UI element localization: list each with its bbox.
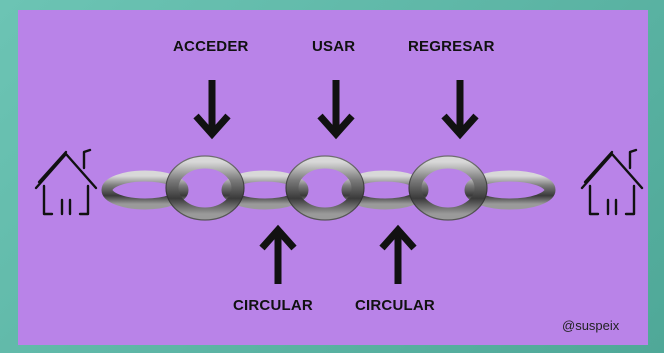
label-circular-2: CIRCULAR [355,297,435,314]
label-circular-1: CIRCULAR [233,297,313,314]
label-acceder: ACCEDER [173,38,249,55]
house-icon-right [582,150,642,214]
arrow-down-icon [196,80,228,134]
credit-handle: @suspeix [562,318,619,333]
label-usar: USAR [312,38,355,55]
label-regresar: REGRESAR [408,38,495,55]
arrow-down-icon [444,80,476,134]
chain-icon [107,156,550,220]
arrow-up-icon [262,230,294,284]
arrow-up-icon [382,230,414,284]
house-icon-left [36,150,96,214]
arrow-down-icon [320,80,352,134]
